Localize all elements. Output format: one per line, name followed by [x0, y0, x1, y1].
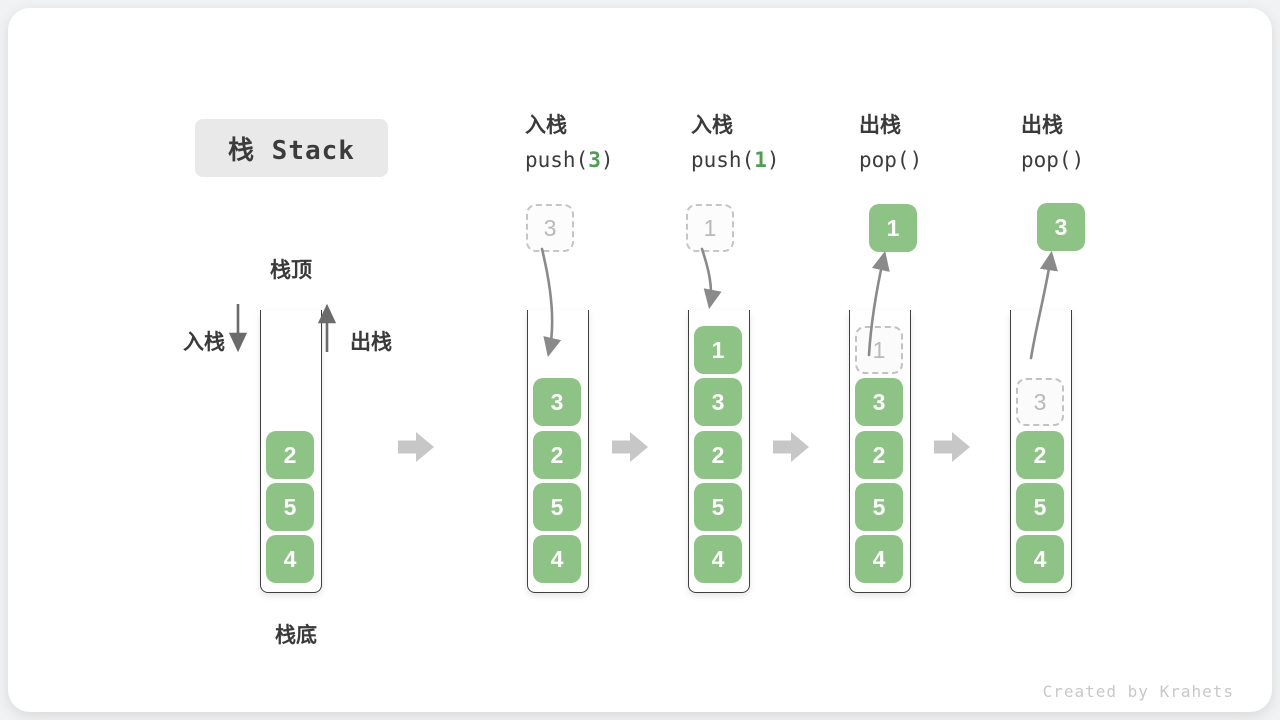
- label-stack-bottom: 栈底: [275, 624, 317, 647]
- title-text: 栈 Stack: [228, 135, 355, 166]
- op-name: 出栈: [859, 114, 901, 137]
- stack-cell: 5: [855, 483, 903, 531]
- watermark: Created by Krahets: [1042, 682, 1234, 701]
- stack-container-pop1: 1 3 2 5 4: [849, 310, 911, 593]
- code-prefix: pop(: [859, 148, 910, 172]
- stack-cell: 5: [266, 483, 314, 531]
- code-prefix: pop(: [1021, 148, 1072, 172]
- code-arg: 3: [588, 148, 601, 172]
- column-header-push3: 入栈 push(3): [525, 112, 614, 174]
- stack-cell: 5: [533, 483, 581, 531]
- code-suffix: ): [1071, 148, 1085, 172]
- code-suffix: ): [600, 148, 614, 172]
- stack-cell: 2: [694, 431, 742, 479]
- column-header-pop1: 出栈 pop(): [859, 112, 922, 174]
- op-code: push(3): [525, 146, 614, 174]
- label-push: 入栈: [183, 331, 225, 354]
- title-badge: 栈 Stack: [195, 119, 388, 177]
- stack-cell: 4: [855, 535, 903, 583]
- code-suffix: ): [766, 148, 780, 172]
- stack-cell: 1: [694, 326, 742, 374]
- op-name: 入栈: [525, 114, 567, 137]
- stack-cell: 3: [855, 378, 903, 426]
- column-header-pop2: 出栈 pop(): [1021, 112, 1084, 174]
- stack-cell: 2: [1016, 431, 1064, 479]
- stack-cell: 4: [533, 535, 581, 583]
- op-code: pop(): [859, 146, 922, 174]
- stack-cell: 4: [694, 535, 742, 583]
- popped-value-box: 3: [1037, 203, 1085, 251]
- stack-container-push1: 1 3 2 5 4: [688, 310, 750, 593]
- diagram-card: 栈 Stack 栈顶 栈底 入栈 出栈 入栈 push(3) 入栈 push(1…: [8, 8, 1272, 712]
- incoming-value-box: 1: [686, 204, 734, 252]
- code-prefix: push(: [525, 148, 589, 172]
- popped-value-box: 1: [869, 204, 917, 252]
- incoming-value-box: 3: [526, 204, 574, 252]
- stack-container-push3: 3 2 5 4: [527, 310, 589, 593]
- stack-cell: 5: [1016, 483, 1064, 531]
- stack-cell: 5: [694, 483, 742, 531]
- code-prefix: push(: [691, 148, 755, 172]
- op-name: 入栈: [691, 114, 733, 137]
- ghost-cell: 1: [855, 326, 903, 374]
- stack-cell: 4: [1016, 535, 1064, 583]
- stack-container-initial: 2 5 4: [260, 310, 322, 593]
- op-code: pop(): [1021, 146, 1084, 174]
- stack-cell: 3: [694, 378, 742, 426]
- stack-cell: 2: [266, 431, 314, 479]
- label-stack-top: 栈顶: [270, 259, 312, 282]
- stack-cell: 2: [855, 431, 903, 479]
- stack-cell: 3: [533, 378, 581, 426]
- label-pop: 出栈: [350, 331, 392, 354]
- code-arg: 1: [754, 148, 767, 172]
- column-header-push1: 入栈 push(1): [691, 112, 780, 174]
- op-code: push(1): [691, 146, 780, 174]
- stack-cell: 2: [533, 431, 581, 479]
- code-suffix: ): [909, 148, 923, 172]
- stack-container-pop2: 3 2 5 4: [1010, 310, 1072, 593]
- ghost-cell: 3: [1016, 378, 1064, 426]
- op-name: 出栈: [1021, 114, 1063, 137]
- stack-cell: 4: [266, 535, 314, 583]
